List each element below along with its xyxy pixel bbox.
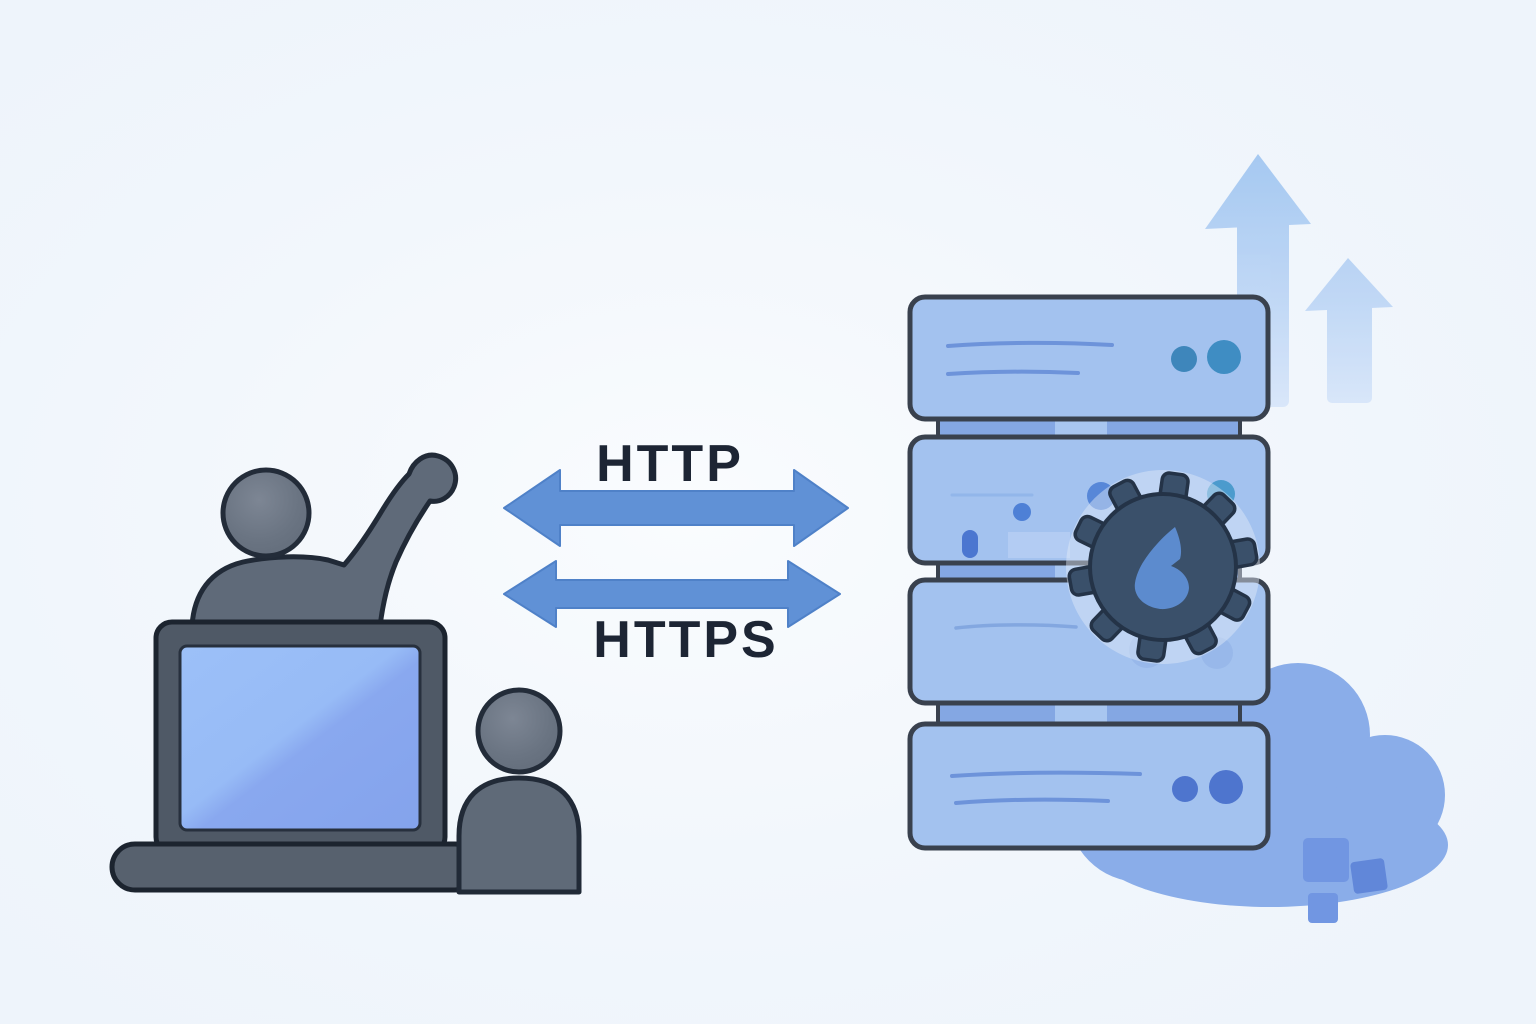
server-unit-4 (907, 721, 1271, 851)
server-vent-line (946, 369, 1080, 376)
pixel-squares (1303, 838, 1388, 923)
server-led (1013, 503, 1031, 521)
client-figure (109, 452, 582, 895)
server-vent-line (950, 770, 1142, 778)
arrow-head (1305, 258, 1393, 311)
server-led (1207, 340, 1241, 374)
secondary-person-icon (456, 775, 582, 895)
laptop-base (109, 841, 481, 893)
secondary-person-head (475, 687, 563, 775)
pixel-square-icon (1303, 838, 1349, 882)
server-led (1209, 770, 1243, 804)
gear-icon (1066, 470, 1260, 664)
growth-arrow-small-icon (1305, 258, 1393, 403)
server-unit-1 (907, 294, 1271, 422)
laptop-screen (178, 644, 422, 832)
server-panel (1008, 532, 1070, 558)
server-unit-1-details (946, 340, 1241, 376)
http-label: HTTP (596, 435, 744, 493)
https-double-arrow-icon (503, 560, 841, 628)
person-head (220, 467, 312, 559)
pixel-square-icon (1308, 893, 1338, 923)
server-led (1087, 482, 1115, 510)
https-label: HTTPS (593, 611, 778, 669)
server-vent-line (954, 623, 1078, 630)
server-unit-4-details (950, 770, 1243, 805)
server-led (1171, 346, 1197, 372)
server-port (962, 530, 978, 558)
pixel-square-icon (1350, 858, 1388, 894)
flame-icon (1134, 527, 1189, 610)
protocol-arrows (503, 469, 849, 628)
server-led (1172, 776, 1198, 802)
arrow-shaft (1327, 295, 1372, 403)
arrow-head (1205, 154, 1311, 229)
server-vent-line (946, 340, 1114, 348)
server-vent-line (954, 797, 1110, 805)
http-double-arrow-icon (503, 469, 849, 547)
